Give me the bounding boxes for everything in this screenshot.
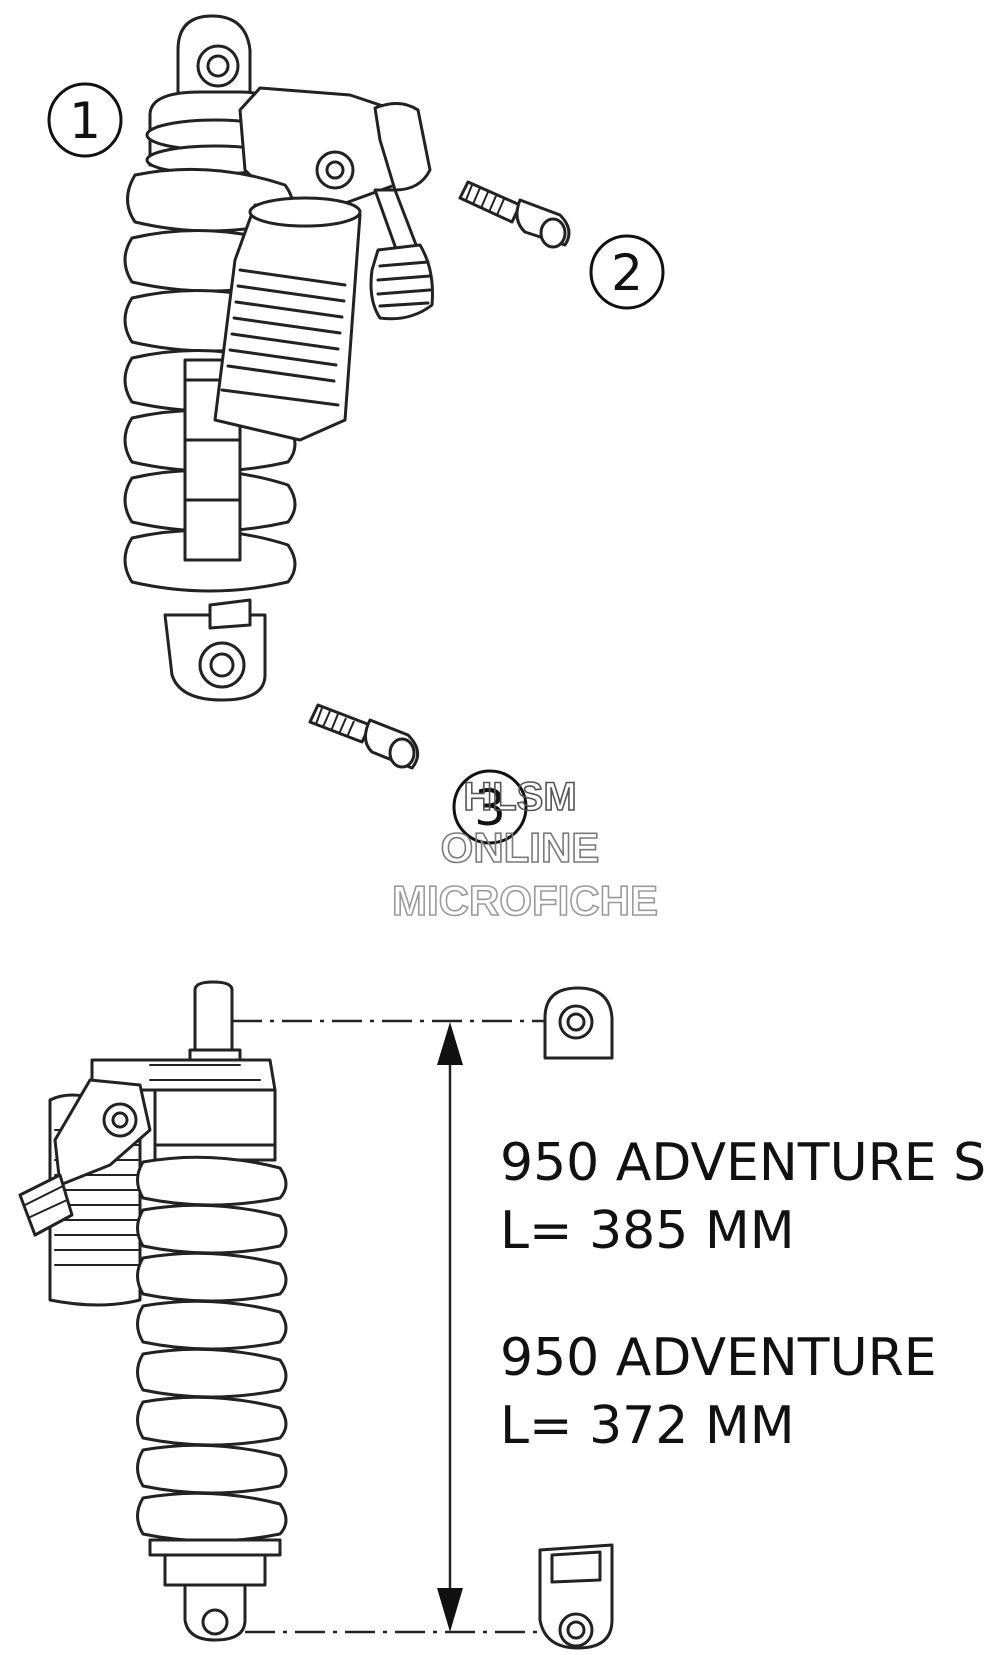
callout-3: 3: [452, 769, 528, 845]
svg-text:3: 3: [474, 779, 506, 837]
bolt-3: [308, 703, 420, 770]
bolt-2: [458, 180, 571, 249]
spec-adventure-s: 950 ADVENTURE S L= 385 MM: [500, 1133, 986, 1261]
dimension-arrows: [437, 1022, 463, 1632]
svg-text:MICROFICHE: MICROFICHE: [392, 877, 658, 924]
shock-absorber-exploded: [123, 14, 434, 702]
reservoir-fins: [226, 268, 347, 383]
svg-text:1: 1: [69, 92, 101, 150]
svg-text:L= 372 MM: L= 372 MM: [500, 1396, 795, 1456]
svg-text:950 ADVENTURE S: 950 ADVENTURE S: [500, 1133, 986, 1193]
top-mount-detail: [543, 986, 614, 1060]
svg-text:2: 2: [611, 244, 643, 302]
svg-text:L= 385 MM: L= 385 MM: [500, 1201, 795, 1261]
svg-text:ONLINE: ONLINE: [441, 824, 600, 871]
callout-2: 2: [589, 234, 665, 310]
svg-text:950 ADVENTURE: 950 ADVENTURE: [500, 1328, 937, 1388]
spring-coils-lower: [136, 1155, 288, 1543]
watermark: HLSM ONLINE MICROFICHE: [391, 774, 659, 925]
dimension-lines: [232, 1019, 575, 1634]
spec-adventure: 950 ADVENTURE L= 372 MM: [500, 1328, 937, 1456]
shock-absorber-side-view: [18, 980, 288, 1642]
callout-1: 1: [47, 82, 123, 158]
bottom-mount-detail: [538, 1543, 614, 1650]
svg-text:HLSM: HLSM: [463, 775, 576, 819]
